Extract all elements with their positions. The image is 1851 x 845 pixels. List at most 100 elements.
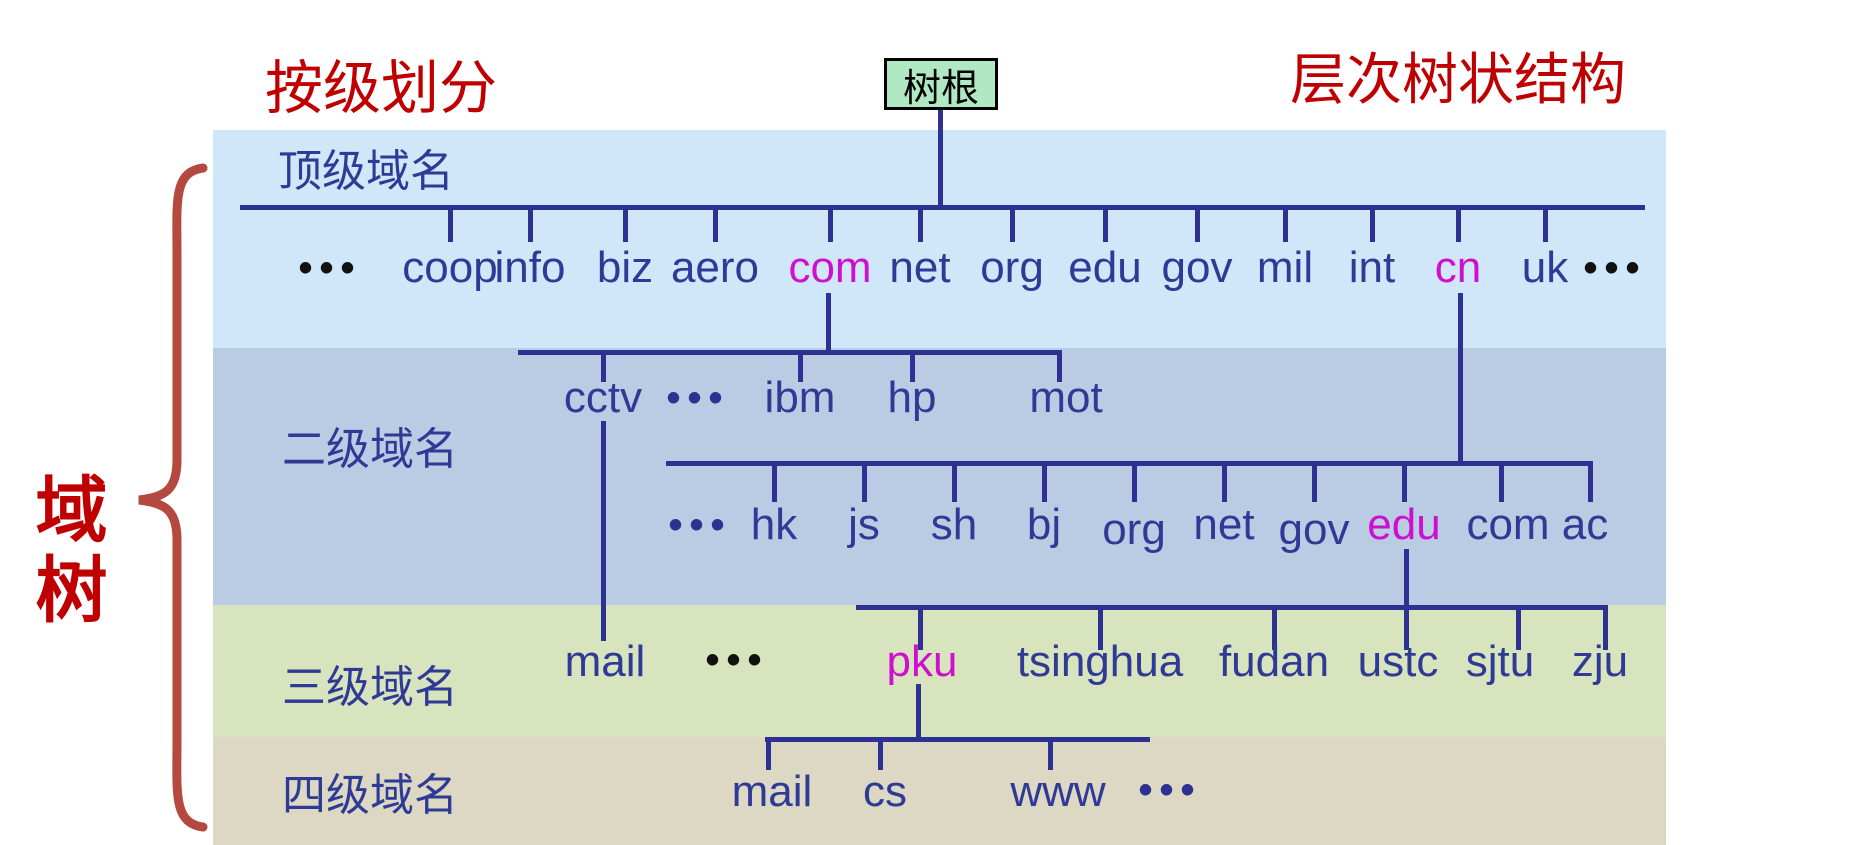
domain-node-js: js [848, 500, 880, 549]
ellipsis-tld-right: ••• [1583, 246, 1647, 290]
tick-sjtu [1516, 607, 1521, 650]
connector-edu-vertical [1404, 549, 1409, 609]
domain-node-pku: pku [886, 637, 958, 686]
tick-coop [448, 207, 453, 242]
tick-tsinghua [1098, 607, 1103, 650]
connector-cctv-vertical [601, 421, 606, 641]
domain-node-cctv: cctv [563, 373, 643, 422]
tick-mail-pku [766, 739, 771, 770]
domain-node-hp: hp [887, 373, 937, 422]
band-third-level [213, 605, 1666, 737]
tick-info [528, 207, 533, 242]
tick-aero [713, 207, 718, 242]
connector-root-vertical [938, 110, 943, 207]
domain-node-fudan: fudan [1218, 637, 1330, 686]
connector-cn-vertical [1458, 293, 1463, 464]
tick-edu [1103, 207, 1108, 242]
bus-cn-children [666, 461, 1593, 466]
row-label-fourth-level: 四级域名 [282, 771, 458, 820]
tick-ibm [798, 352, 803, 382]
title-left: 按级划分 [265, 56, 498, 121]
domain-node-coop: coop [402, 243, 498, 292]
tick-js [862, 463, 867, 502]
domain-node-mail-cctv: mail [564, 637, 646, 686]
domain-node-www: www [1010, 767, 1106, 816]
tick-pku [918, 607, 923, 650]
domain-node-uk: uk [1521, 243, 1569, 292]
ellipsis-tld-left: ••• [298, 246, 362, 290]
domain-node-gov: gov [1161, 243, 1233, 292]
domain-node-ibm: ibm [764, 373, 836, 422]
tick-hp [910, 352, 915, 382]
tree-root-box: 树根 [884, 58, 998, 110]
tick-int [1370, 207, 1375, 242]
tick-com [828, 207, 833, 242]
band-second-level [213, 348, 1666, 605]
domain-node-tsinghua: tsinghua [1016, 637, 1184, 686]
tick-bj [1042, 463, 1047, 502]
domain-node-gov-cn: gov [1278, 505, 1350, 554]
row-label-third-level: 三级域名 [282, 663, 458, 712]
domain-node-aero: aero [670, 243, 760, 292]
domain-node-zju: zju [1571, 637, 1629, 686]
connector-pku-vertical [916, 684, 921, 740]
domain-node-edu-cn: edu [1367, 500, 1441, 549]
domain-node-org-cn: org [1102, 505, 1166, 554]
tree-root-label: 树根 [902, 67, 979, 110]
domain-node-ustc: ustc [1357, 637, 1439, 686]
connector-com-vertical [826, 293, 831, 353]
domain-node-biz: biz [596, 243, 654, 292]
tick-net [918, 207, 923, 242]
bus-com-children [518, 350, 1062, 355]
domain-node-info: info [494, 243, 566, 292]
tick-gov [1195, 207, 1200, 242]
tick-uk [1543, 207, 1548, 242]
domain-node-com-cn: com [1466, 500, 1550, 549]
title-right: 层次树状结构 [1290, 48, 1626, 111]
bus-edu-children [856, 605, 1608, 610]
tick-www [1048, 739, 1053, 770]
domain-node-mail-pku: mail [731, 767, 813, 816]
bus-pku-children [765, 737, 1150, 742]
domain-node-net-cn: net [1193, 500, 1255, 549]
domain-node-cs: cs [863, 767, 907, 816]
ellipsis-com-children: ••• [666, 376, 730, 420]
tick-net-cn [1222, 463, 1227, 502]
row-label-second-level: 二级域名 [282, 425, 458, 474]
domain-node-org: org [980, 243, 1044, 292]
tick-zju [1603, 607, 1608, 650]
domain-node-mil: mil [1256, 243, 1314, 292]
domain-node-int: int [1348, 243, 1396, 292]
side-label-domain-tree: 域树 [24, 472, 104, 632]
tick-hk [772, 463, 777, 502]
brace-icon [138, 163, 208, 832]
domain-node-edu: edu [1068, 243, 1142, 292]
domain-node-mot: mot [1029, 373, 1103, 422]
tick-ustc [1404, 607, 1409, 650]
domain-node-hk: hk [750, 500, 798, 549]
ellipsis-fourth-level: ••• [1138, 768, 1202, 812]
tick-org [1010, 207, 1015, 242]
domain-node-sjtu: sjtu [1465, 637, 1535, 686]
tick-mil [1283, 207, 1288, 242]
domain-node-bj: bj [1026, 500, 1062, 549]
domain-node-sh: sh [930, 500, 978, 549]
domain-node-com: com [788, 243, 872, 292]
tick-fudan [1272, 607, 1277, 650]
domain-node-cn: cn [1434, 243, 1482, 292]
domain-node-net: net [889, 243, 951, 292]
tick-biz [623, 207, 628, 242]
row-label-top-level: 顶级域名 [278, 147, 454, 196]
tick-cctv [601, 352, 606, 382]
tick-com-cn [1499, 463, 1504, 502]
tick-cs [878, 739, 883, 770]
ellipsis-cn-children: ••• [668, 503, 732, 547]
tick-org-cn [1132, 463, 1137, 502]
domain-node-ac-cn: ac [1561, 500, 1609, 549]
tick-edu-cn [1402, 463, 1407, 502]
band-fourth-level [213, 737, 1666, 845]
tick-sh [952, 463, 957, 502]
ellipsis-third-level: ••• [705, 638, 769, 682]
tick-cn [1456, 207, 1461, 242]
